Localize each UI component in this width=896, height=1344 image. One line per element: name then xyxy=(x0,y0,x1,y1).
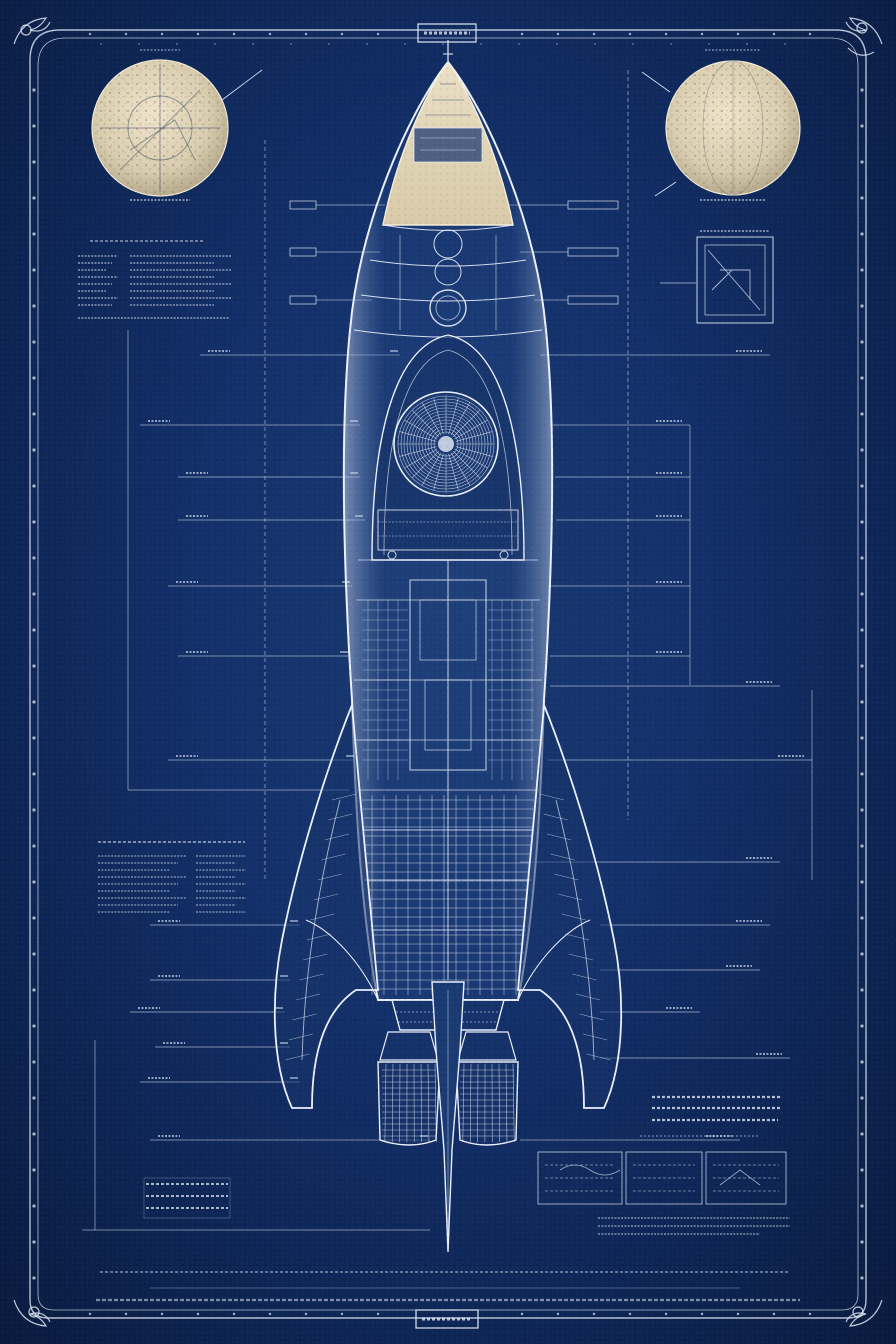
bottom-plate xyxy=(415,1309,479,1329)
corner-ornament-bl xyxy=(13,1299,51,1327)
moon-right xyxy=(641,49,801,201)
right-data-tables xyxy=(537,1151,787,1205)
right-lower-notes xyxy=(640,1095,780,1137)
corner-ornament-tr xyxy=(845,17,883,56)
fin-right xyxy=(517,704,623,1109)
main-porthole xyxy=(393,391,499,497)
left-lower-notes xyxy=(98,841,246,913)
aft-body-lattice xyxy=(362,795,534,995)
left-bottom-legend xyxy=(143,1177,231,1219)
bottom-notes xyxy=(96,1217,800,1302)
left-upper-notes xyxy=(78,240,232,319)
side-nozzle-right xyxy=(455,1031,519,1146)
corner-ornament-br xyxy=(845,1299,883,1327)
rocket xyxy=(273,40,623,1253)
leader-labels xyxy=(138,200,804,1137)
frame-rivets xyxy=(32,32,864,1316)
top-plate xyxy=(417,23,477,43)
fin-left xyxy=(273,704,379,1109)
side-nozzle-left xyxy=(377,1031,441,1146)
corner-ornament-tl xyxy=(13,17,51,45)
detail-inset-diagram xyxy=(660,230,774,324)
mid-body-machinery xyxy=(354,509,542,980)
moon-left xyxy=(91,49,263,201)
